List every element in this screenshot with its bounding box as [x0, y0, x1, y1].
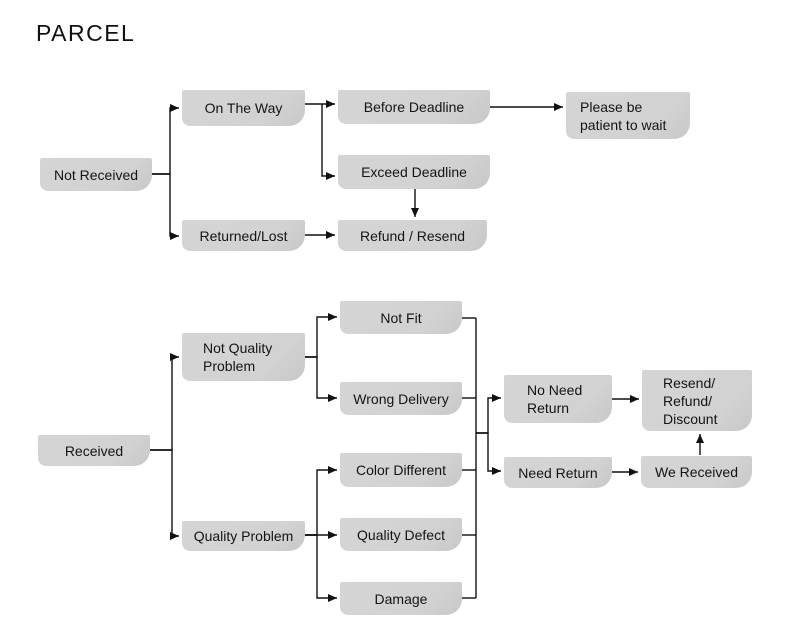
connector-not-received-to-returned-lost — [152, 173, 179, 240]
node-color-different: Color Different — [340, 453, 462, 487]
node-no-need-return: No Need Return — [504, 375, 612, 423]
node-resend-refund-discount: Resend/ Refund/ Discount — [642, 370, 752, 431]
page-title: PARCEL — [36, 20, 136, 46]
node-refund-resend: Refund / Resend — [338, 220, 487, 251]
node-not-received: Not Received — [40, 158, 152, 191]
connector-quality-problem-to-damage — [305, 534, 337, 602]
node-before-deadline: Before Deadline — [338, 90, 490, 124]
node-wrong-delivery: Wrong Delivery — [340, 382, 462, 415]
node-on-the-way: On The Way — [182, 90, 305, 126]
node-received: Received — [38, 435, 150, 466]
node-returned-lost: Returned/Lost — [182, 220, 305, 251]
node-exceed-deadline: Exceed Deadline — [338, 155, 490, 189]
connector-quality-problem-to-color-different — [305, 466, 337, 536]
node-not-fit: Not Fit — [340, 301, 462, 334]
connector-collector-to-need-return — [476, 432, 501, 475]
node-damage: Damage — [340, 582, 462, 615]
connector-not-quality-problem-to-wrong-delivery — [305, 356, 337, 402]
node-we-received: We Received — [641, 456, 752, 488]
node-please-be-patient: Please be patient to wait — [566, 92, 690, 139]
node-quality-defect: Quality Defect — [340, 518, 462, 551]
node-need-return: Need Return — [504, 457, 612, 488]
connector-received-to-quality-problem — [150, 449, 179, 540]
connector-not-received-to-on-the-way — [152, 104, 179, 175]
connector-on-the-way-to-exceed-deadline — [321, 104, 335, 180]
node-not-quality-problem: Not Quality Problem — [182, 333, 305, 381]
connector-received-to-not-quality-problem — [150, 353, 179, 451]
connector-not-quality-problem-to-not-fit — [305, 313, 337, 358]
connector-collector-to-no-need-return — [476, 394, 501, 434]
node-quality-problem: Quality Problem — [182, 521, 305, 551]
